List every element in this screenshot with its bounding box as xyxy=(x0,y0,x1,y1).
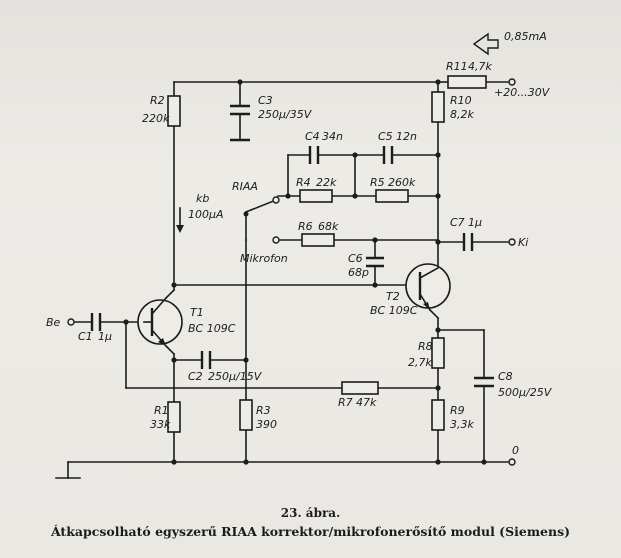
r3-value: 390 xyxy=(256,418,277,431)
transistor-t2 xyxy=(405,263,451,312)
capacitor-c4 xyxy=(308,146,320,164)
terminal-ground xyxy=(508,458,516,466)
r7-value: 47k xyxy=(356,396,377,409)
r2-value: 220k xyxy=(142,112,170,125)
c2-value: 250μ/15V xyxy=(208,370,263,383)
r8-value: 2,7k xyxy=(408,356,432,369)
switch-contact-riaa xyxy=(272,196,280,204)
r5-ref: R5 xyxy=(370,176,385,189)
c1-ref: C1 xyxy=(78,330,93,343)
mikrofon-label: Mikrofon xyxy=(240,252,288,265)
r10-value: 8,2k xyxy=(450,108,474,121)
resistor-r3 xyxy=(239,399,253,431)
resistor-r9 xyxy=(431,399,445,431)
supply-current: 0,85mA xyxy=(504,30,547,43)
ground-label: 0 xyxy=(512,444,519,457)
r6-value: 68k xyxy=(318,220,339,233)
r7-ref: R7 xyxy=(338,396,353,409)
riaa-label: RIAA xyxy=(232,180,258,193)
figure-title: Átkapcsolható egyszerű RIAA korrektor/mi… xyxy=(50,524,571,539)
output-label: Ki xyxy=(518,236,528,249)
terminal-input xyxy=(67,318,75,326)
t2-value: BC 109C xyxy=(370,304,418,317)
capacitor-c8 xyxy=(474,376,494,388)
circuit-schematic: R2 220k C3 250μ/35V R11 4,7k 0,85mA +20.… xyxy=(46,30,553,479)
junction-dots xyxy=(123,79,487,465)
r3-ref: R3 xyxy=(256,404,271,417)
resistor-r6 xyxy=(301,233,335,247)
r11-value: 4,7k xyxy=(468,60,492,73)
capacitor-c3 xyxy=(230,104,250,142)
t2-ref: T2 xyxy=(386,290,400,303)
terminal-output xyxy=(508,238,516,246)
resistor-r7 xyxy=(341,381,379,395)
r5-value: 260k xyxy=(388,176,416,189)
c5-ref: C5 xyxy=(378,130,393,143)
r6-ref: R6 xyxy=(298,220,313,233)
r9-ref: R9 xyxy=(450,404,465,417)
c8-value: 500μ/25V xyxy=(498,386,553,399)
resistor-r8 xyxy=(431,337,445,369)
switch-contact-mikrofon xyxy=(272,236,280,244)
c3-value: 250μ/35V xyxy=(258,108,313,121)
input-label: Be xyxy=(46,316,61,329)
resistor-r11 xyxy=(447,75,487,89)
r1-value: 33k xyxy=(150,418,171,431)
supply-current-arrow xyxy=(472,32,499,56)
supply-voltage: +20...30V xyxy=(494,86,551,99)
c5-value: 12n xyxy=(396,130,417,143)
resistor-r10 xyxy=(431,91,445,123)
r8-ref: R8 xyxy=(418,340,433,353)
c7-ref: C7 xyxy=(450,216,465,229)
r10-ref: R10 xyxy=(450,94,472,107)
c6-value: 68p xyxy=(348,266,369,279)
transistor-t1 xyxy=(137,296,183,348)
r11-ref: R11 xyxy=(446,60,468,73)
c7-value: 1μ xyxy=(468,216,482,229)
capacitor-c6 xyxy=(366,256,384,268)
t1-ref: T1 xyxy=(190,306,204,319)
switch-pivot xyxy=(243,211,249,217)
capacitor-c2 xyxy=(200,351,212,369)
c2-ref: C2 xyxy=(188,370,203,383)
resistor-r2 xyxy=(167,95,181,127)
c3-ref: C3 xyxy=(258,94,273,107)
capacitor-c1 xyxy=(90,313,102,331)
capacitor-c5 xyxy=(382,146,394,164)
c8-ref: C8 xyxy=(498,370,513,383)
figure-number: 23. ábra. xyxy=(280,506,341,520)
r4-ref: R4 xyxy=(296,176,311,189)
kb-label: kb xyxy=(196,192,209,205)
r2-ref: R2 xyxy=(150,94,165,107)
r9-value: 3,3k xyxy=(450,418,474,431)
c4-value: 34n xyxy=(322,130,343,143)
resistor-r1 xyxy=(167,401,181,433)
resistor-r4 xyxy=(299,189,333,203)
bias-current-arrow xyxy=(176,207,184,233)
c4-ref: C4 xyxy=(305,130,320,143)
r1-ref: R1 xyxy=(154,404,169,417)
c6-ref: C6 xyxy=(348,252,363,265)
r4-value: 22k xyxy=(316,176,337,189)
c1-value: 1μ xyxy=(98,330,112,343)
bias-current: 100μA xyxy=(188,208,224,221)
terminal-supply xyxy=(508,78,516,86)
resistor-r5 xyxy=(375,189,409,203)
capacitor-c7 xyxy=(462,233,474,251)
wiring xyxy=(55,81,513,479)
t1-value: BC 109C xyxy=(188,322,236,335)
